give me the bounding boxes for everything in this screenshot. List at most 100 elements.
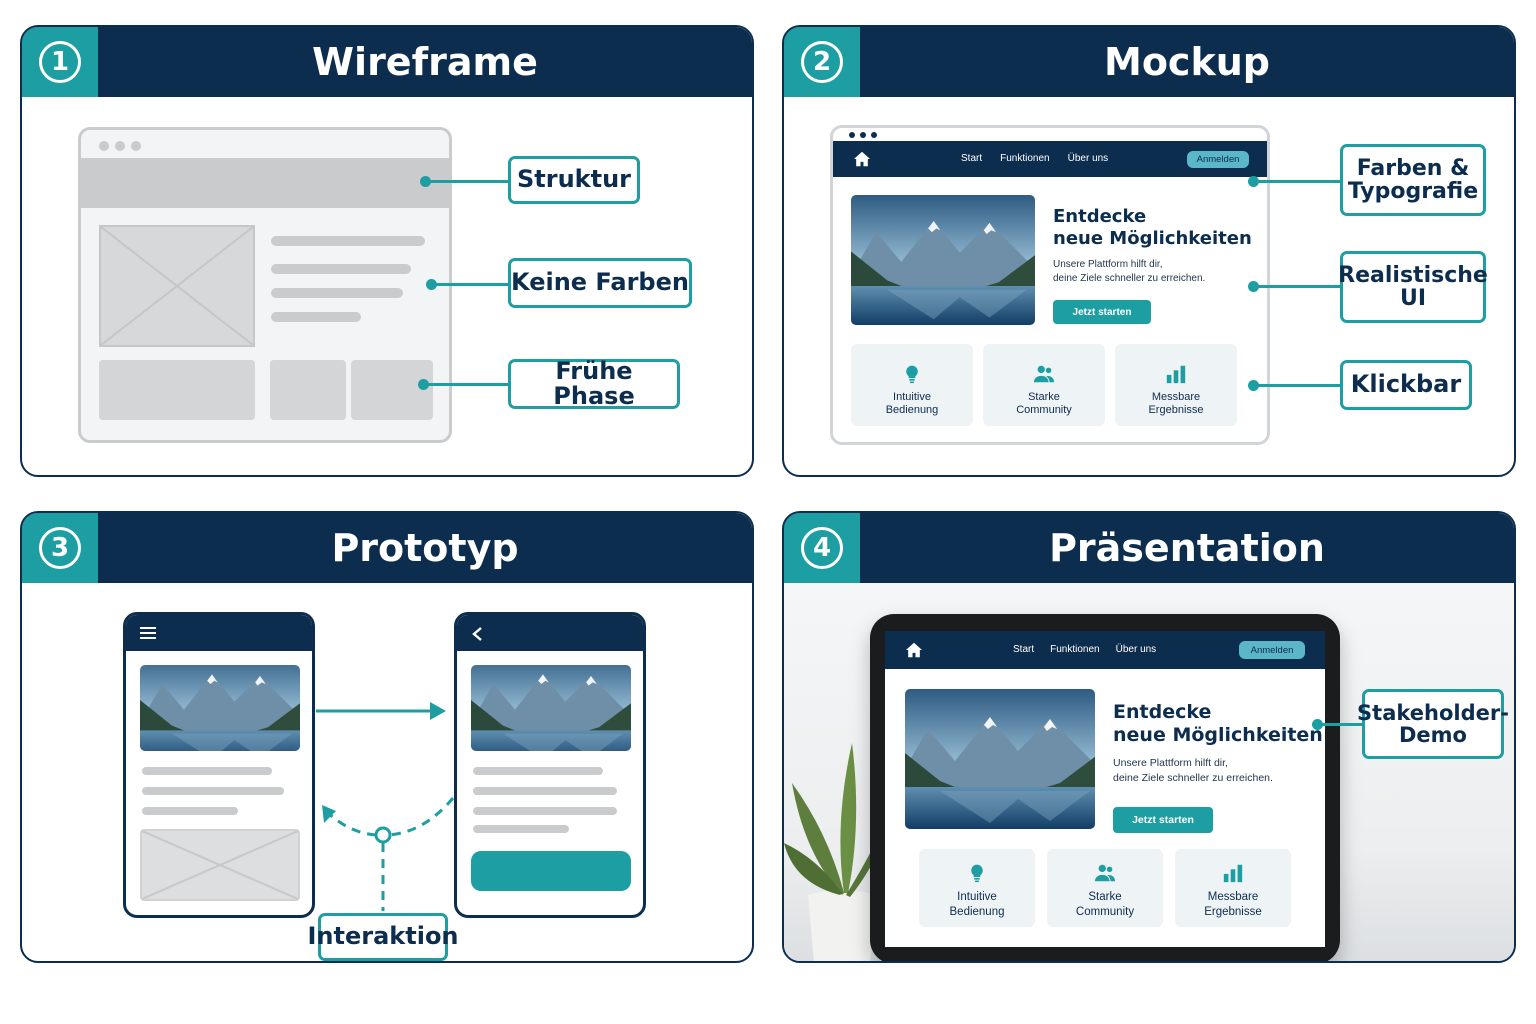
connector-dot xyxy=(1312,719,1323,730)
block-placeholder xyxy=(270,360,346,420)
connector-dot xyxy=(420,176,431,187)
block-placeholder xyxy=(99,360,255,420)
mock-navbar: Start Funktionen Über uns Anmelden xyxy=(833,141,1267,177)
text-placeholder xyxy=(142,787,284,795)
text-placeholder xyxy=(473,807,617,815)
panel-wireframe: 1 Wireframe Struktur Keine Farben Frühe … xyxy=(20,25,754,477)
feature-card: Intuitive Bedienung xyxy=(919,849,1035,927)
menu-icon[interactable] xyxy=(140,627,158,641)
feature-card: Messbare Ergebnisse xyxy=(1175,849,1291,927)
step-number-badge: 3 xyxy=(22,513,98,583)
panel-title: Prototyp xyxy=(331,526,519,570)
panel-prototype: 3 Prototyp xyxy=(20,511,754,963)
text-placeholder xyxy=(142,767,272,775)
connector-line xyxy=(1254,180,1342,183)
bar-chart-icon xyxy=(1223,865,1243,883)
connector-dot xyxy=(426,279,437,290)
callout-realistic-ui: Realistische UI xyxy=(1338,251,1488,323)
connector-dot xyxy=(1248,281,1259,292)
interaction-arrows xyxy=(316,702,455,911)
home-icon[interactable] xyxy=(905,642,923,658)
connector-line xyxy=(1254,384,1342,387)
connector-line xyxy=(1318,723,1364,726)
connector-line xyxy=(432,283,510,286)
arrow-head-icon xyxy=(322,805,336,823)
nav-link-features[interactable]: Funktionen xyxy=(1000,153,1050,164)
hero-text: Unsere Plattform hilft dir, deine Ziele … xyxy=(1113,757,1273,784)
phone-header xyxy=(457,615,643,651)
connector-dot xyxy=(418,379,429,390)
tablet-screen: Start Funktionen Über uns Anmelden Entde… xyxy=(885,631,1325,947)
feature-card: Starke Community xyxy=(1047,849,1163,927)
login-button[interactable]: Anmelden xyxy=(1239,641,1305,659)
panel-title: Wireframe xyxy=(312,40,538,84)
text-placeholder xyxy=(271,288,403,298)
phone-screen-detail xyxy=(454,612,646,918)
users-icon xyxy=(1094,865,1116,882)
panel-title: Mockup xyxy=(1104,40,1270,84)
users-icon xyxy=(1033,365,1055,382)
panel-header: 1 Wireframe xyxy=(22,27,752,97)
cta-button[interactable]: Jetzt starten xyxy=(1053,300,1151,324)
cta-button[interactable]: Jetzt starten xyxy=(1113,807,1213,833)
panel-presentation: 4 Präsentation Start Funktionen Über uns… xyxy=(782,511,1516,963)
dashed-connector xyxy=(326,811,377,837)
hero-image xyxy=(851,195,1035,325)
text-placeholder xyxy=(271,236,425,246)
panel-header: 2 Mockup xyxy=(784,27,1514,97)
hero-title: Entdecke neue Möglichkeiten xyxy=(1113,701,1323,746)
connector-line xyxy=(424,383,510,386)
hero-title: Entdecke neue Möglichkeiten xyxy=(1053,206,1252,249)
nav-link-about[interactable]: Über uns xyxy=(1115,644,1157,655)
step-number-badge: 1 xyxy=(22,27,98,97)
block-placeholder xyxy=(351,360,433,420)
mockup-browser-window: Start Funktionen Über uns Anmelden Entde… xyxy=(830,125,1270,445)
window-dots xyxy=(99,141,141,151)
phone-header xyxy=(126,615,312,651)
callout-stakeholder-demo: Stakeholder-Demo xyxy=(1357,689,1509,759)
text-placeholder xyxy=(271,312,361,322)
callout-clickable: Klickbar xyxy=(1340,360,1472,410)
panel-header: 3 Prototyp xyxy=(22,513,752,583)
phone-screen-home xyxy=(123,612,315,918)
arrow-head-icon xyxy=(430,702,446,720)
connector-dot xyxy=(1248,380,1259,391)
callout-no-colors: Keine Farben xyxy=(508,258,692,308)
text-placeholder xyxy=(473,787,617,795)
feature-card: Messbare Ergebnisse xyxy=(1115,344,1237,426)
step-number-badge: 2 xyxy=(784,27,860,97)
nav-link-start[interactable]: Start xyxy=(961,153,983,164)
chevron-left-icon[interactable] xyxy=(471,626,483,642)
nav-link-about[interactable]: Über uns xyxy=(1067,153,1109,164)
image-placeholder-icon xyxy=(140,829,300,901)
feature-card: Intuitive Bedienung xyxy=(851,344,973,426)
nav-link-features[interactable]: Funktionen xyxy=(1050,644,1100,655)
connector-dot xyxy=(1248,176,1259,187)
nav-link-start[interactable]: Start xyxy=(1013,644,1035,655)
home-icon[interactable] xyxy=(853,151,871,167)
panel-header: 4 Präsentation xyxy=(784,513,1514,583)
window-dots xyxy=(849,132,877,138)
connector-line xyxy=(426,180,510,183)
callout-early-phase: Frühe Phase xyxy=(508,358,680,409)
wireframe-header-bar xyxy=(81,158,449,208)
step-number-badge: 4 xyxy=(784,513,860,583)
panel-mockup: 2 Mockup Start Funktionen Über uns Anmel… xyxy=(782,25,1516,477)
mock-navbar: Start Funktionen Über uns Anmelden xyxy=(885,631,1325,669)
text-placeholder xyxy=(473,825,569,833)
callout-colors-typography: Farben & Typografie xyxy=(1340,144,1486,216)
dashed-connector xyxy=(383,797,455,837)
nav-links: Start Funktionen Über uns xyxy=(961,153,1108,164)
tablet-device: Start Funktionen Über uns Anmelden Entde… xyxy=(870,614,1340,961)
login-button[interactable]: Anmelden xyxy=(1187,151,1249,168)
wireframe-sketch xyxy=(78,127,452,443)
connector-line xyxy=(1254,285,1342,288)
lightbulb-icon xyxy=(971,864,983,883)
callout-structure: Struktur xyxy=(508,156,640,204)
panel-title: Präsentation xyxy=(1049,526,1325,570)
hero-image xyxy=(905,689,1095,829)
text-placeholder xyxy=(473,767,603,775)
phone-action-button[interactable] xyxy=(471,851,631,891)
plant-icon xyxy=(784,743,902,961)
text-placeholder xyxy=(271,264,411,274)
